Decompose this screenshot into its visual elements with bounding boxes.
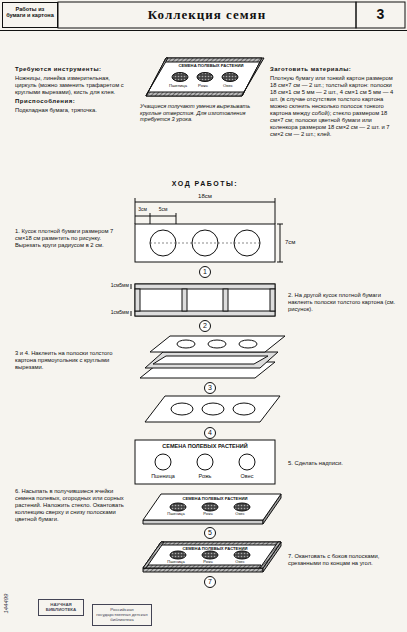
marking-sheet	[135, 198, 283, 278]
seed-name: Овес	[225, 560, 255, 565]
exploded-assembly	[140, 336, 285, 394]
section-heading: Приспособления:	[15, 98, 133, 105]
section-heading: ХОД РАБОТЫ:	[135, 180, 275, 188]
seed-name: Рожь	[188, 83, 218, 88]
library-stamp-text: Российская государственная детская библи…	[95, 607, 149, 622]
dimension: 1см5мм	[98, 309, 129, 315]
collection-heading: СЕМЕНА ПОЛЕВЫХ РАСТЕНИЙ	[137, 443, 273, 450]
lettered-frame	[135, 440, 275, 484]
seed-name: Рожь	[185, 473, 225, 480]
library-stamp: Российская государственная детская библи…	[92, 604, 152, 626]
seed-name: Овес	[213, 83, 243, 88]
dimension: 5см	[150, 206, 176, 212]
seed-name: Пшеница	[161, 560, 191, 565]
page-title: Коллекция семян	[58, 7, 356, 23]
inventory-number: 144499	[3, 589, 10, 619]
seed-name: Рожь	[193, 560, 223, 565]
step-number: 5	[204, 529, 216, 537]
dimension: 18см	[185, 193, 225, 200]
library-stamp: НАУЧНАЯ БИБЛИОТЕКА	[38, 599, 84, 616]
collection-heading: СЕМЕНА ПОЛЕВЫХ РАСТЕНИЙ	[168, 63, 254, 68]
step-text: 3 и 4. Наклеить на полоски толстого карт…	[15, 350, 127, 371]
collection-heading: СЕМЕНА ПОЛЕВЫХ РАСТЕНИЙ	[165, 546, 265, 551]
section-box-text: Работы из бумаги и картона	[6, 6, 54, 19]
step-text: 1. Кусок плотной бумаги размером 7 см×18…	[15, 228, 127, 249]
filled-collection	[143, 494, 281, 539]
finished-collection	[146, 58, 264, 96]
dimension: 1см5мм	[98, 282, 129, 288]
step-text: 2. На другой кусок плотной бумаги наклеи…	[288, 292, 398, 313]
step-text: 6. Насыпать в получившиеся ячейки семена…	[15, 488, 127, 523]
step-number: 2	[199, 322, 211, 330]
page-number: 3	[356, 6, 405, 23]
section-heading: Требуются инструменты:	[15, 66, 133, 73]
step-number: 1	[199, 268, 211, 276]
step-number: 7	[204, 578, 216, 586]
dimension: 7см	[285, 239, 307, 246]
materials-text: Плотную бумагу или тонкий картон размеро…	[270, 75, 397, 138]
seed-name: Пшеница	[163, 83, 193, 88]
seed-name: Пшеница	[143, 473, 183, 480]
fixtures-text: Подкладная бумага, тряпочка.	[15, 107, 133, 114]
step-text: 7. Окантовать с боков полосками, срезанн…	[288, 553, 398, 567]
seed-name: Пшеница	[161, 512, 191, 517]
materials-column: Заготовить материалы: Плотную бумагу или …	[270, 66, 397, 140]
tools-column: Требуются инструменты: Ножницы, линейка и…	[15, 66, 133, 116]
title-box	[58, 2, 356, 28]
header-rule	[0, 30, 407, 31]
seed-name: Овес	[227, 473, 267, 480]
seed-name: Овес	[225, 512, 255, 517]
library-stamp-text: НАУЧНАЯ БИБЛИОТЕКА	[41, 602, 81, 612]
page-number-box	[356, 2, 405, 28]
step-number: 4	[204, 429, 216, 437]
frame-with-holes	[145, 396, 280, 439]
section-box: Работы из бумаги и картона	[2, 2, 58, 28]
step-number: 3	[204, 384, 216, 392]
step-text: 5. Сделать надписи.	[288, 460, 398, 467]
bordered-collection	[143, 542, 281, 588]
seed-name: Рожь	[193, 512, 223, 517]
tools-text: Ножницы, линейка измерительная, циркуль …	[15, 75, 133, 96]
collection-heading: СЕМЕНА ПОЛЕВЫХ РАСТЕНИЙ	[165, 496, 265, 501]
section-heading: Заготовить материалы:	[270, 66, 397, 73]
strips-on-sheet	[131, 284, 275, 332]
dimension: 3см	[134, 206, 151, 212]
caption-note: Учащиеся получают умения вырезывать круг…	[140, 103, 266, 123]
